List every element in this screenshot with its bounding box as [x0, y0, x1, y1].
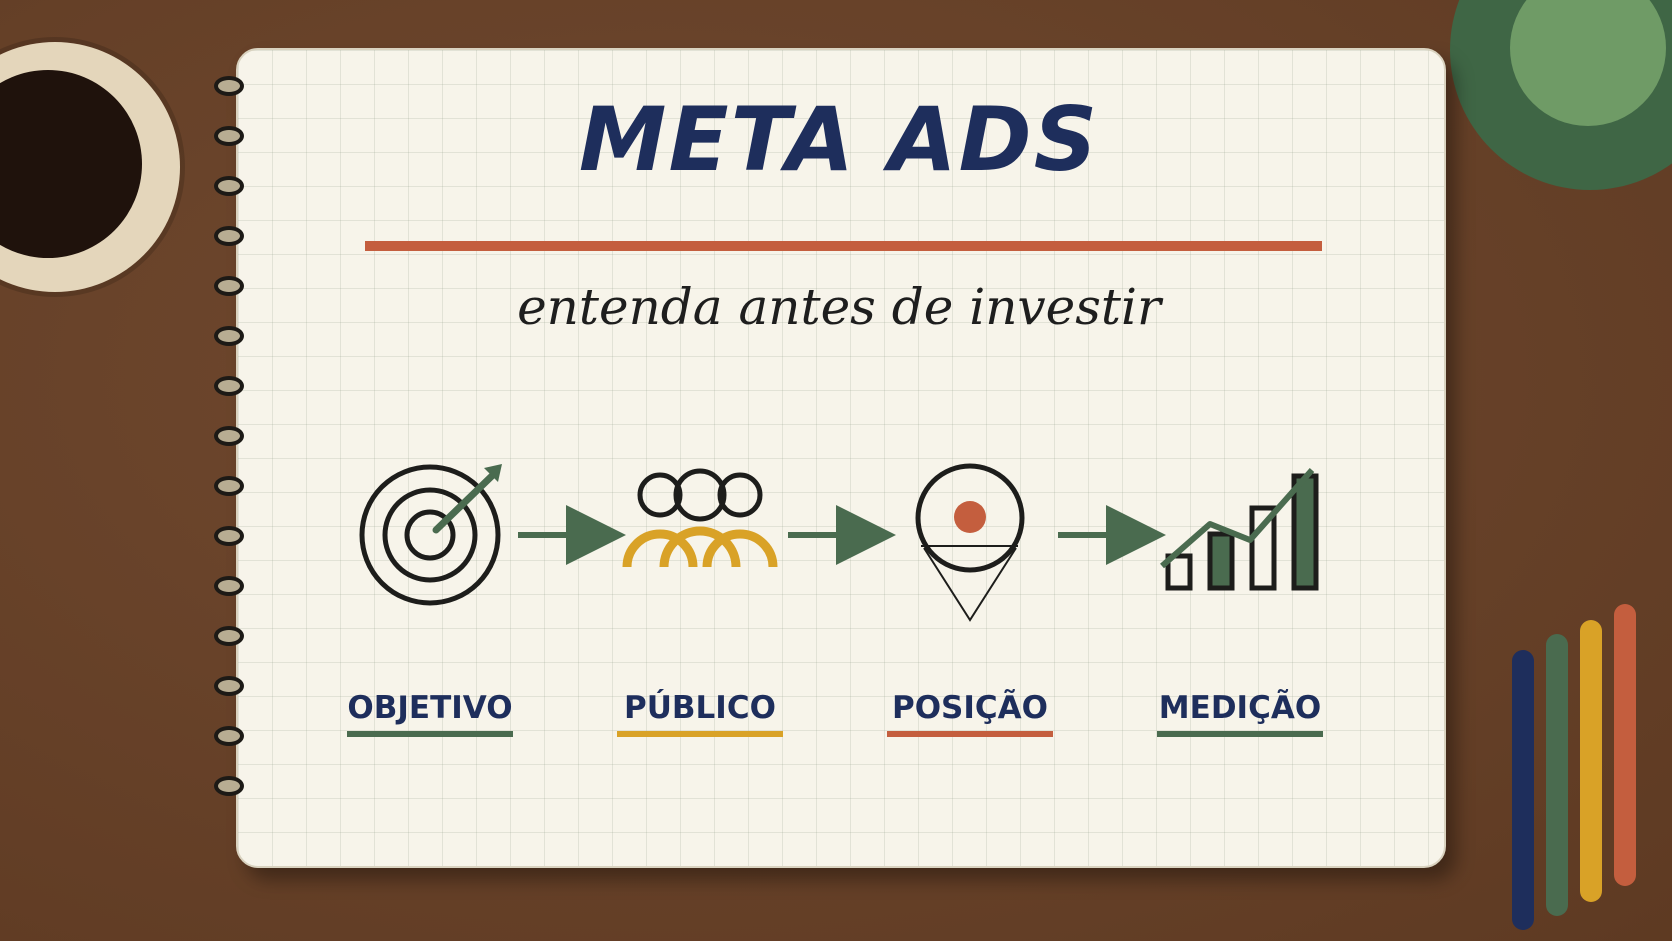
binding-ring — [214, 726, 244, 746]
step-label-medicao: MEDIÇÃO — [1158, 690, 1322, 726]
binding-ring — [214, 176, 244, 196]
people-icon — [622, 468, 778, 568]
step-underline — [347, 731, 513, 737]
spiral-binding — [214, 76, 254, 816]
step-underline — [887, 731, 1053, 737]
page-title: META ADS — [578, 88, 1100, 191]
binding-ring — [214, 576, 244, 596]
binding-ring — [214, 126, 244, 146]
binding-ring — [214, 226, 244, 246]
pencil-green — [1546, 634, 1568, 916]
bar-chart-icon — [1160, 468, 1319, 591]
pencil-mustard — [1580, 620, 1602, 902]
step-label-objetivo: OBJETIVO — [347, 690, 513, 726]
step-underline — [1157, 731, 1323, 737]
binding-ring — [214, 76, 244, 96]
binding-ring — [214, 526, 244, 546]
binding-ring — [214, 626, 244, 646]
binding-ring — [214, 676, 244, 696]
page-subtitle: entenda antes de investir — [517, 278, 1161, 336]
binding-ring — [214, 326, 244, 346]
notebook-page — [236, 48, 1446, 868]
plant-leaves — [1510, 0, 1666, 126]
target-icon — [359, 464, 502, 606]
binding-ring — [214, 376, 244, 396]
step-underline — [617, 731, 783, 737]
title-underline — [365, 241, 1322, 251]
pencil-terracotta — [1614, 604, 1636, 886]
location-pin-icon — [915, 463, 1025, 622]
binding-ring — [214, 276, 244, 296]
binding-ring — [214, 426, 244, 446]
binding-ring — [214, 776, 244, 796]
step-label-publico: PÚBLICO — [624, 690, 776, 726]
binding-ring — [214, 476, 244, 496]
step-label-posicao: POSIÇÃO — [891, 690, 1049, 726]
pencil-navy — [1512, 650, 1534, 930]
